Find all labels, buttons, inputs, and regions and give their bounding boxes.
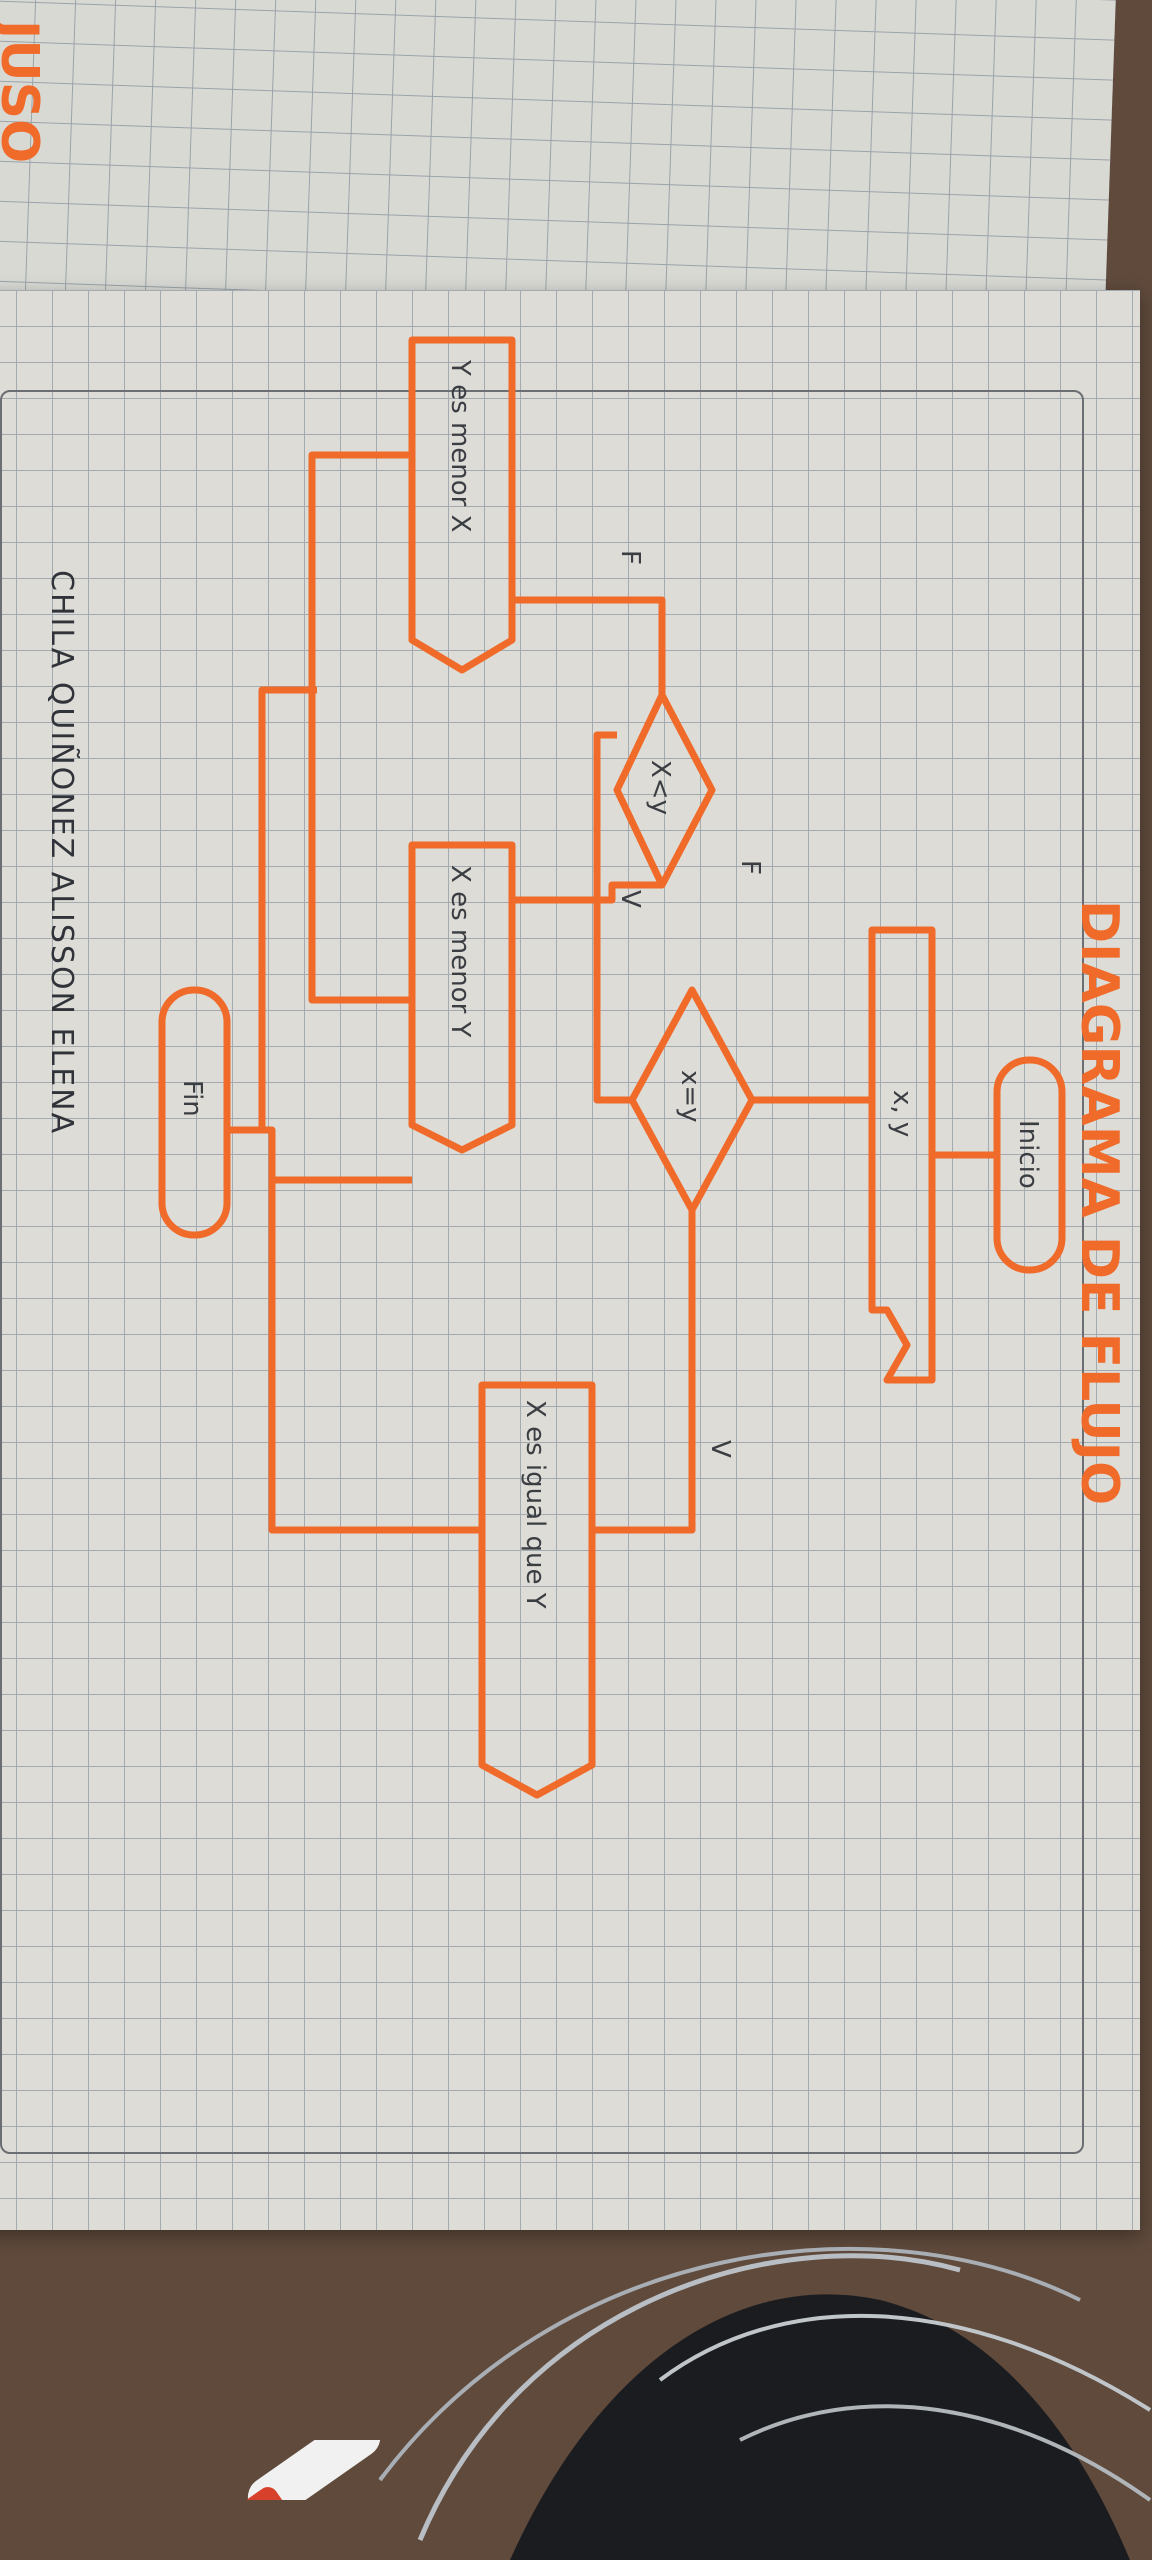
output-equal-shape bbox=[478, 1381, 596, 1799]
connector-merge-bottom bbox=[258, 686, 317, 1130]
decision-less-label: X<y bbox=[645, 760, 675, 815]
binder-rings-image bbox=[378, 2246, 1152, 2560]
connector-to-end bbox=[227, 1126, 412, 1184]
end-terminal bbox=[158, 986, 231, 1239]
branch-less-true: V bbox=[615, 890, 645, 908]
connector-less-true bbox=[512, 881, 662, 904]
author-name: CHILA QUIÑONEZ ALISSON ELENA bbox=[44, 570, 80, 1135]
output-x-less-shape bbox=[408, 841, 516, 1154]
paper-margin-frame bbox=[0, 390, 1084, 2154]
decision-equal-label: x=y bbox=[675, 1070, 705, 1123]
start-terminal bbox=[993, 1056, 1066, 1274]
end-label: Fin bbox=[177, 1080, 207, 1117]
diagram-title: DIAGRAMA DE FLUJO bbox=[1069, 900, 1129, 1505]
corner-title-fragment: JUSO bbox=[0, 17, 49, 163]
input-shape bbox=[868, 926, 936, 1384]
connector-equal-true bbox=[592, 1210, 696, 1534]
output-y-less-shape bbox=[408, 336, 516, 674]
branch-equal-true: V bbox=[705, 1440, 735, 1458]
marker-image bbox=[233, 2440, 381, 2500]
connector-less-false bbox=[512, 596, 666, 695]
connector-merge-outputs bbox=[308, 451, 412, 1004]
input-label: x, y bbox=[887, 1090, 917, 1137]
output-x-less-label: X es menor Y bbox=[445, 865, 475, 1038]
output-y-less-label: Y es menor X bbox=[445, 359, 475, 532]
start-label: Inicio bbox=[1013, 1120, 1043, 1189]
grid-paper-sheet bbox=[0, 290, 1140, 2230]
branch-less-false: F bbox=[615, 550, 645, 565]
connector-equal-false bbox=[593, 731, 632, 1104]
branch-equal-false: F bbox=[735, 860, 765, 875]
output-equal-label: X es igual que Y bbox=[520, 1400, 550, 1609]
connector-equal-output-to-end bbox=[268, 1180, 482, 1534]
